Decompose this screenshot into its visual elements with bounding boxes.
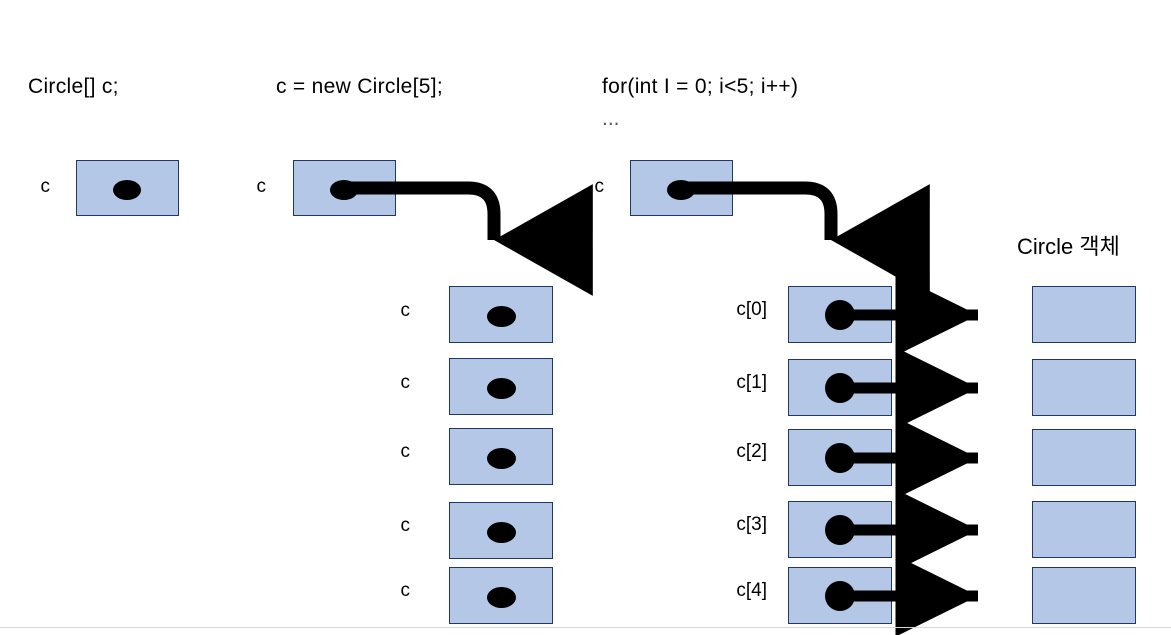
array-cell-box <box>788 567 892 624</box>
pointer-dot-icon <box>330 180 358 200</box>
array-cell-box <box>449 358 553 415</box>
pointer-dot-icon <box>487 587 516 608</box>
code-ellipsis-loop: ... <box>602 107 620 130</box>
ref-box-col3 <box>630 160 733 216</box>
array-cell-box <box>788 359 892 416</box>
pointer-dot-icon <box>487 306 516 327</box>
array-cell-label: c[1] <box>736 372 767 393</box>
array-cell-label: c <box>400 515 411 536</box>
array-cell-label: c[4] <box>736 580 767 601</box>
circle-object-box <box>1032 429 1136 486</box>
array-cell-label: c <box>400 372 411 393</box>
ref-var-label-col3: c <box>594 176 605 197</box>
ref-box-col1 <box>76 160 179 216</box>
code-label-allocation: c = new Circle[5]; <box>276 75 444 98</box>
ref-var-label-col1: c <box>40 176 51 197</box>
array-cell-box <box>449 502 553 559</box>
circle-object-box <box>1032 286 1136 343</box>
pointer-dot-icon <box>487 522 516 543</box>
array-cell-box <box>449 286 553 343</box>
array-cell-label: c <box>400 300 411 321</box>
pointer-dot-icon <box>487 378 516 399</box>
circle-object-box <box>1032 567 1136 624</box>
bottom-divider <box>0 627 1171 628</box>
array-cell-box <box>788 429 892 486</box>
array-cell-label: c[3] <box>736 514 767 535</box>
ref-box-col2 <box>293 160 396 216</box>
pointer-dot-icon <box>113 180 141 200</box>
circle-object-box <box>1032 501 1136 558</box>
array-cell-label: c <box>400 441 411 462</box>
circle-object-box <box>1032 359 1136 416</box>
array-cell-box <box>788 501 892 558</box>
pointer-dot-icon <box>487 448 516 469</box>
array-cell-box <box>788 286 892 343</box>
array-cell-label: c[0] <box>736 299 767 320</box>
code-label-loop: for(int I = 0; i<5; i++) <box>602 75 799 98</box>
object-column-header: Circle 객체 <box>1017 234 1120 259</box>
array-cell-box <box>449 428 553 485</box>
pointer-dot-icon <box>667 180 695 200</box>
code-label-declaration: Circle[] c; <box>28 75 119 98</box>
ref-var-label-col2: c <box>256 176 267 197</box>
array-cell-label: c[2] <box>736 441 767 462</box>
array-cell-label: c <box>400 580 411 601</box>
array-cell-box <box>449 567 553 624</box>
